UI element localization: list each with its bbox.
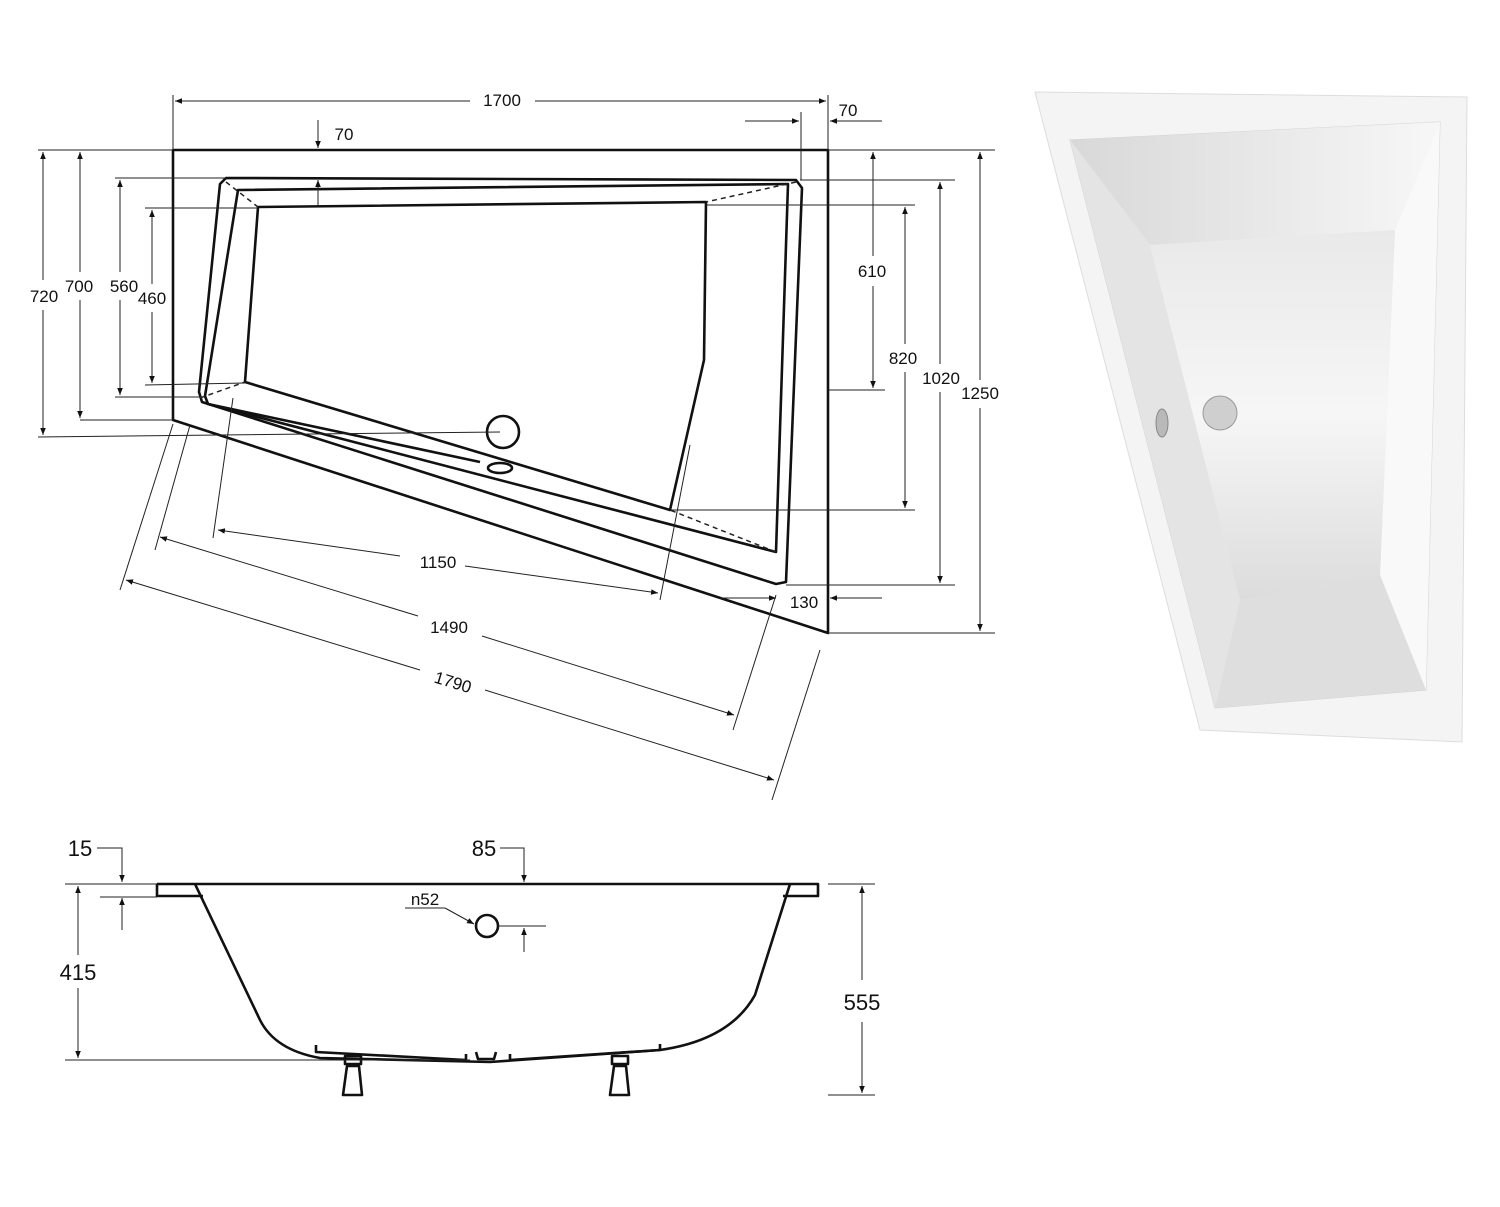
dim-1790: 1790 bbox=[432, 668, 474, 697]
side-dimension-lines bbox=[65, 847, 875, 1096]
dim-700: 700 bbox=[65, 277, 93, 296]
overflow-hole-icon bbox=[474, 913, 500, 939]
dimension-lines bbox=[37, 95, 995, 801]
dim-560: 560 bbox=[110, 277, 138, 296]
dim-70-top: 70 bbox=[335, 125, 354, 144]
side-base-left bbox=[314, 1045, 468, 1062]
photo-drain-icon bbox=[1202, 395, 1238, 431]
dim-555: 555 bbox=[844, 990, 881, 1015]
dim-460: 460 bbox=[138, 289, 166, 308]
tub-outer-outline bbox=[171, 148, 830, 635]
rim-outer-edge bbox=[197, 176, 804, 586]
side-drain-notch bbox=[474, 1051, 498, 1061]
dim-1150: 1150 bbox=[420, 553, 457, 572]
bathtub-photo bbox=[1034, 91, 1468, 743]
dim-1250: 1250 bbox=[961, 384, 999, 403]
photo-overflow-icon bbox=[1155, 408, 1169, 438]
dim-820: 820 bbox=[889, 349, 917, 368]
rim-fold-line bbox=[207, 402, 481, 464]
basin-corner-dashes bbox=[199, 181, 797, 553]
dim-415: 415 bbox=[60, 960, 97, 985]
side-base-right bbox=[508, 1044, 662, 1062]
top-view: 1700 70 70 720 700 560 460 610 820 1020 … bbox=[30, 91, 999, 801]
dim-85: 85 bbox=[472, 836, 496, 861]
dim-1490: 1490 bbox=[430, 618, 468, 637]
right-leg-icon bbox=[608, 1054, 631, 1097]
dim-130: 130 bbox=[790, 593, 818, 612]
basin-floor-outline bbox=[243, 200, 708, 512]
dim-n52: n52 bbox=[411, 890, 439, 909]
dim-15: 15 bbox=[68, 836, 92, 861]
overflow-icon bbox=[486, 461, 514, 475]
left-leg-icon bbox=[341, 1054, 364, 1097]
dim-720: 720 bbox=[30, 287, 58, 306]
dim-1020: 1020 bbox=[922, 369, 960, 388]
dim-610: 610 bbox=[858, 262, 886, 281]
dim-1700: 1700 bbox=[483, 91, 521, 110]
side-rim bbox=[155, 882, 820, 898]
rim-inner-edge bbox=[203, 182, 790, 554]
side-view: 15 85 n52 415 555 bbox=[60, 836, 881, 1097]
dim-70-right: 70 bbox=[839, 101, 858, 120]
side-basin-profile bbox=[193, 883, 792, 1064]
